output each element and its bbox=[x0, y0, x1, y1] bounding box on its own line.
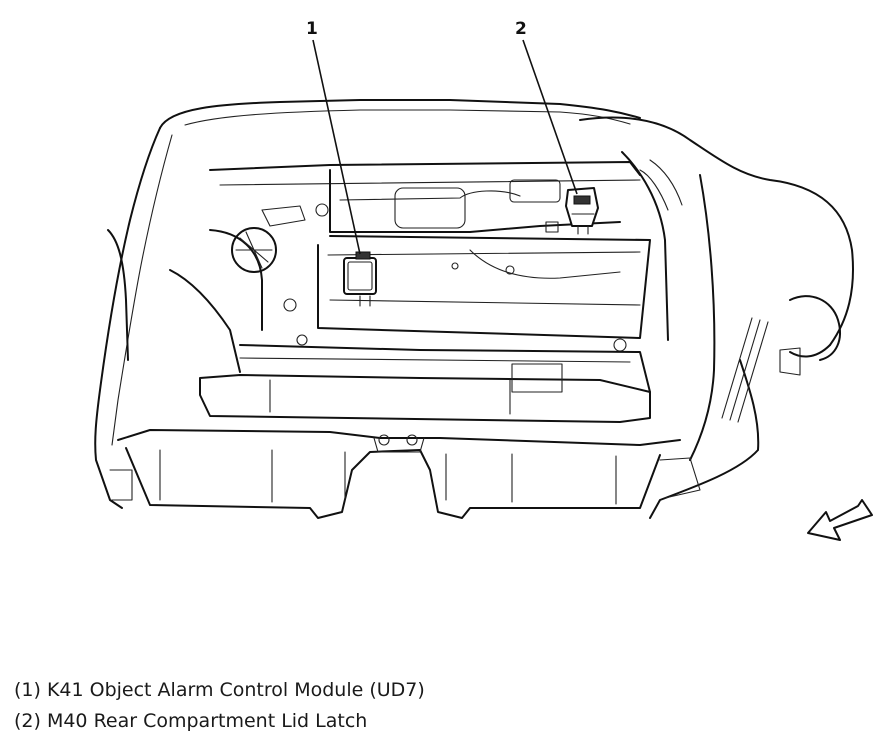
legend-item-1: (1) K41 Object Alarm Control Module (UD7… bbox=[14, 679, 425, 701]
vehicle-body-outline bbox=[94, 99, 855, 519]
compartment-interior bbox=[109, 151, 701, 519]
callout-2: 2 bbox=[515, 19, 527, 39]
callout-leaders bbox=[312, 39, 578, 255]
legend-item-2: (2) M40 Rear Compartment Lid Latch bbox=[14, 710, 368, 732]
component-legend: (1) K41 Object Alarm Control Module (UD7… bbox=[14, 675, 425, 737]
rear-compartment-lid-latch bbox=[545, 187, 599, 235]
direction-arrow-icon bbox=[807, 499, 873, 541]
rear-compartment-diagram: 1 2 bbox=[94, 19, 873, 541]
object-alarm-control-module bbox=[343, 251, 377, 307]
callout-1: 1 bbox=[306, 19, 318, 39]
